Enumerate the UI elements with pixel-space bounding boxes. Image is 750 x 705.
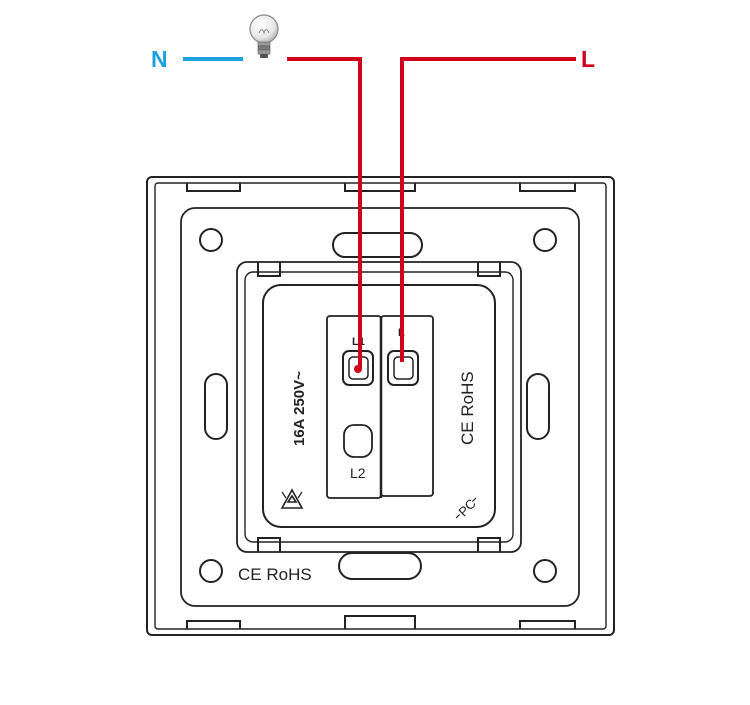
- light-bulb-icon: [249, 14, 279, 58]
- markings: L1 L L2 16A 250V~ CE RoHS PC CE RoHS: [238, 327, 479, 584]
- neutral-label: N: [151, 46, 168, 72]
- terminal-hole-l2: [343, 424, 373, 458]
- clip-bottom-left: [257, 537, 281, 552]
- bottom-slot: [338, 552, 422, 580]
- l1-wire-end: [354, 365, 362, 373]
- pc-material-mark: PC: [455, 496, 478, 519]
- top-tab-mid: [344, 183, 416, 192]
- supply-to-l-wire: [400, 57, 576, 362]
- outer-frame: [146, 176, 615, 636]
- bottom-tab-left: [186, 620, 241, 629]
- clip-bottom-right: [477, 537, 501, 552]
- screw-hole-top-right: [533, 228, 557, 252]
- terminal-block-right: [380, 315, 434, 497]
- outer-frame-inner-edge: [154, 182, 607, 630]
- live-wires: [287, 57, 576, 368]
- screw-hole-bottom-left: [199, 559, 223, 583]
- bottom-tab-mid: [344, 615, 416, 629]
- top-tab-left: [186, 183, 241, 192]
- bottom-tab-right: [519, 620, 576, 629]
- switch-frame: [146, 176, 615, 636]
- screw-hole-top-left: [199, 228, 223, 252]
- screw-hole-bottom-right: [533, 559, 557, 583]
- top-slot: [332, 232, 423, 258]
- right-slot: [526, 373, 550, 440]
- recycle-icon: [280, 488, 304, 509]
- live-label: L: [581, 46, 595, 72]
- mounting-plate: [180, 207, 580, 607]
- left-slot: [204, 373, 228, 440]
- lamp-to-l1-wire: [287, 57, 362, 368]
- frame-ce-rohs-marks: CE RoHS: [238, 565, 312, 584]
- mechanism-body: [262, 284, 496, 528]
- module-housing-inner: [244, 271, 514, 543]
- terminal-label-l2: L2: [350, 465, 366, 481]
- clip-top-right: [477, 262, 501, 277]
- module-housing: [236, 261, 522, 553]
- clip-top-left: [257, 262, 281, 277]
- top-tab-right: [519, 183, 576, 192]
- module-ce-rohs-marks: CE RoHS: [458, 371, 477, 445]
- rating-text: 16A 250V~: [291, 371, 308, 446]
